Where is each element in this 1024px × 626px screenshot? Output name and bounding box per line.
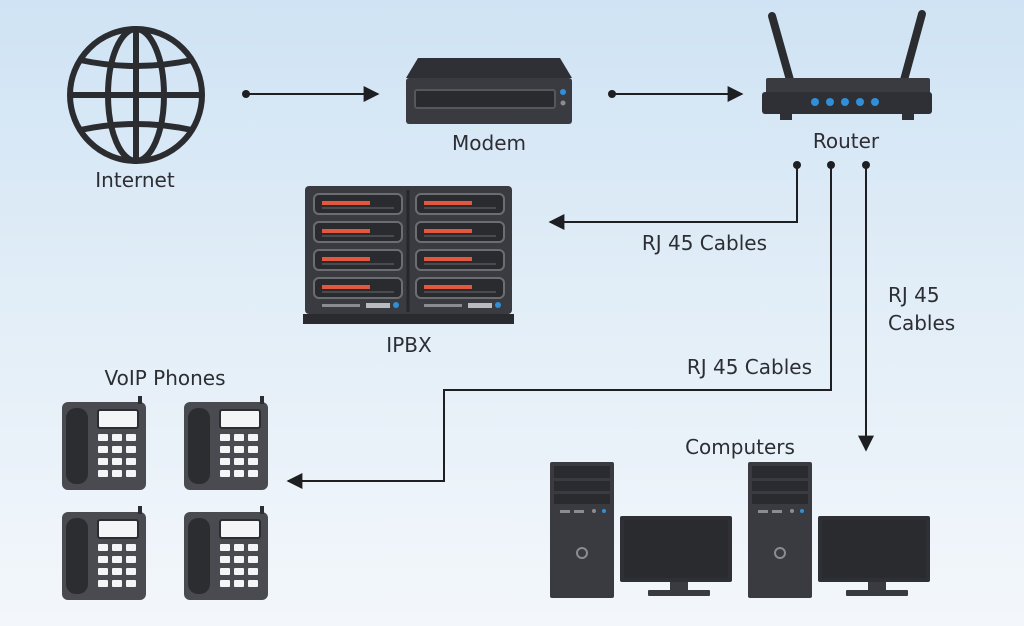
desktop-computer-icon bbox=[748, 462, 930, 598]
link-modem-router bbox=[608, 86, 744, 102]
rack-unit bbox=[313, 221, 403, 243]
phones-cable-label: RJ 45 Cables bbox=[687, 355, 812, 379]
globe-icon bbox=[67, 26, 205, 164]
desk-phone-icon bbox=[184, 396, 268, 490]
rack-unit bbox=[313, 277, 403, 299]
voip-phones-group bbox=[62, 396, 268, 600]
rack-unit bbox=[313, 249, 403, 271]
desk-phone-icon bbox=[62, 506, 146, 600]
desk-phone-icon bbox=[62, 396, 146, 490]
ipbx-cable-label: RJ 45 Cables bbox=[642, 231, 767, 255]
server-rack-icon bbox=[303, 186, 514, 324]
link-internet-modem bbox=[242, 86, 380, 102]
rack-unit bbox=[415, 193, 505, 215]
modem-label: Modem bbox=[452, 131, 526, 155]
voip-phones-label: VoIP Phones bbox=[104, 366, 225, 390]
rack-status-panel bbox=[424, 302, 501, 308]
router-icon bbox=[762, 10, 932, 120]
ipbx-label: IPBX bbox=[386, 333, 432, 357]
modem-icon bbox=[406, 58, 572, 124]
internet-label: Internet bbox=[95, 168, 175, 192]
rack-unit bbox=[313, 193, 403, 215]
link-router-ipbx bbox=[548, 161, 801, 230]
rack-unit bbox=[415, 277, 505, 299]
computers-label: Computers bbox=[685, 435, 795, 459]
link-router-phones bbox=[286, 161, 835, 489]
rack-status-panel bbox=[322, 302, 399, 308]
rack-unit bbox=[415, 221, 505, 243]
rack-unit bbox=[415, 249, 505, 271]
desktop-computer-icon bbox=[550, 462, 732, 598]
computers-cable-label-line1: RJ 45 bbox=[888, 283, 940, 307]
link-router-computers bbox=[858, 161, 874, 452]
computers-group bbox=[550, 462, 930, 598]
desk-phone-icon bbox=[184, 506, 268, 600]
router-label: Router bbox=[813, 129, 880, 153]
computers-cable-label-line2: Cables bbox=[888, 311, 955, 335]
